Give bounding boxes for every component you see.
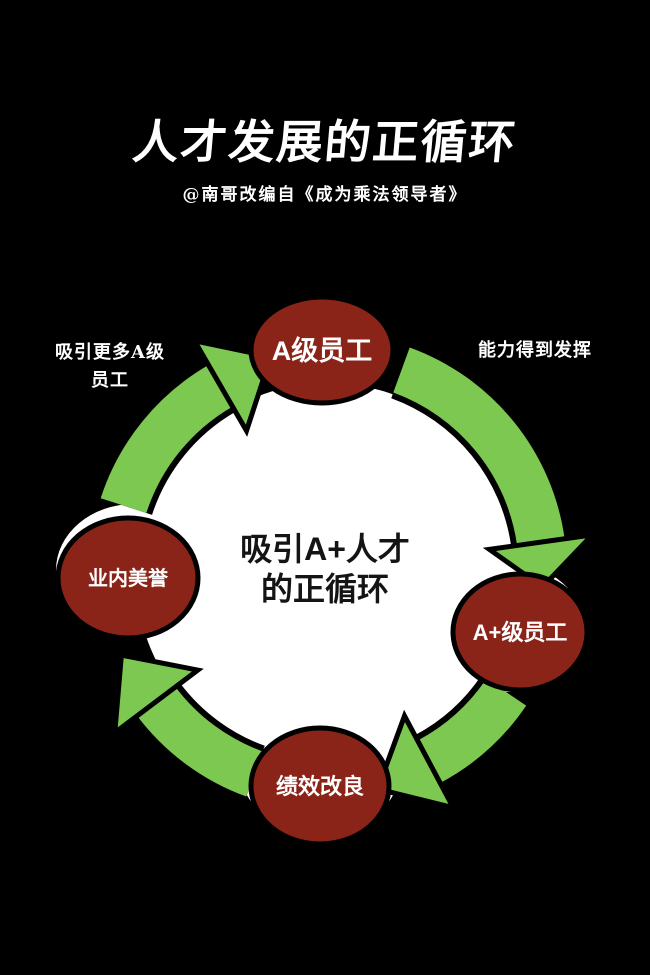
arrow-body — [100, 365, 233, 514]
node-label-bottom: 绩效改良 — [276, 774, 364, 799]
annotation-attract-more-line1: 吸引更多A级 — [55, 341, 165, 363]
arrow-head — [482, 531, 600, 591]
node-performance-improvement — [248, 725, 392, 847]
cycle-inner-background — [136, 383, 520, 767]
node-a-grade-employees — [248, 294, 396, 406]
arrow-head — [111, 652, 204, 739]
page-subtitle: @南哥改编自《成为乘法领导者》 — [182, 185, 468, 205]
arrow-body — [392, 347, 565, 546]
node-a-plus-grade-employees — [450, 571, 590, 693]
arrow-body — [137, 686, 264, 797]
cycle-arrow-bottom-to-left — [111, 652, 266, 803]
cycle-arrow-right-to-bottom — [374, 674, 532, 812]
annotation-attract-more-line2: 员工 — [91, 370, 129, 391]
arrow-body — [417, 678, 527, 783]
node-label-right: A+级员工 — [473, 620, 568, 645]
annotation-ability-utilized: 能力得到发挥 — [478, 339, 592, 361]
node-industry-reputation — [55, 515, 201, 641]
center-caption-line1: 吸引A+人才 — [240, 531, 410, 567]
center-caption-line2: 的正循环 — [261, 571, 389, 607]
node-label-top: A级员工 — [272, 335, 373, 366]
node-label-left: 业内美誉 — [88, 566, 169, 590]
cycle-arrow-top-to-right — [390, 341, 600, 591]
arrow-head — [374, 709, 459, 812]
